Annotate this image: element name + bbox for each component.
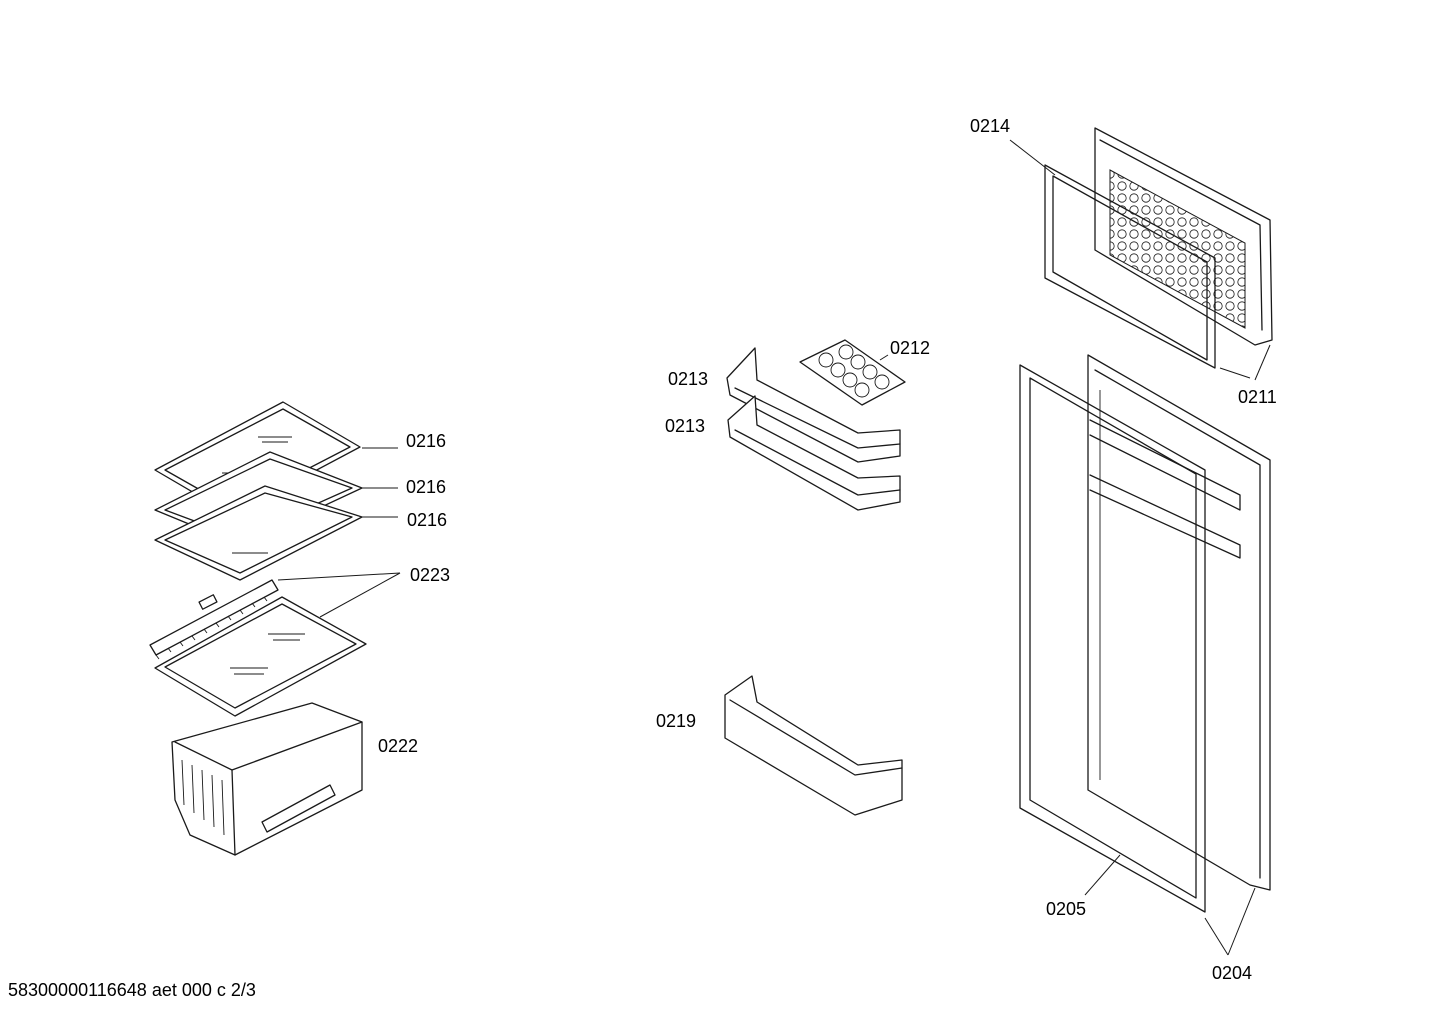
- label-0222: 0222: [378, 736, 418, 756]
- door-rack-upper: [726, 347, 901, 463]
- right-leader-lines: [1009, 139, 1271, 956]
- door-bottle-rack: [724, 675, 903, 816]
- label-0205: 0205: [1046, 899, 1086, 919]
- freezer-door-gasket: [1044, 164, 1216, 369]
- drawing-reference-footer: 58300000116648 aet 000 c 2/3: [8, 980, 256, 1000]
- label-0204: 0204: [1212, 963, 1252, 983]
- crisper-drawer: [171, 702, 363, 856]
- label-0213-lower: 0213: [665, 416, 705, 436]
- label-0214: 0214: [970, 116, 1010, 136]
- fridge-door-panel: [1087, 354, 1271, 891]
- label-0216-middle: 0216: [406, 477, 446, 497]
- label-0212: 0212: [890, 338, 930, 358]
- middle-leader-lines: [879, 354, 889, 361]
- label-0211: 0211: [1238, 387, 1277, 407]
- door-rack-middle: [727, 395, 901, 511]
- label-0216-top: 0216: [406, 431, 446, 451]
- shelf-frame-with-rail: [149, 579, 367, 717]
- egg-tray: [799, 339, 906, 406]
- fridge-door-gasket: [1019, 364, 1206, 913]
- label-0216-bottom: 0216: [407, 510, 447, 530]
- label-0219: 0219: [656, 711, 696, 731]
- label-0213-upper: 0213: [668, 369, 708, 389]
- freezer-door-panel: [1094, 127, 1273, 346]
- left-leader-lines: [277, 447, 401, 618]
- label-0223: 0223: [410, 565, 450, 585]
